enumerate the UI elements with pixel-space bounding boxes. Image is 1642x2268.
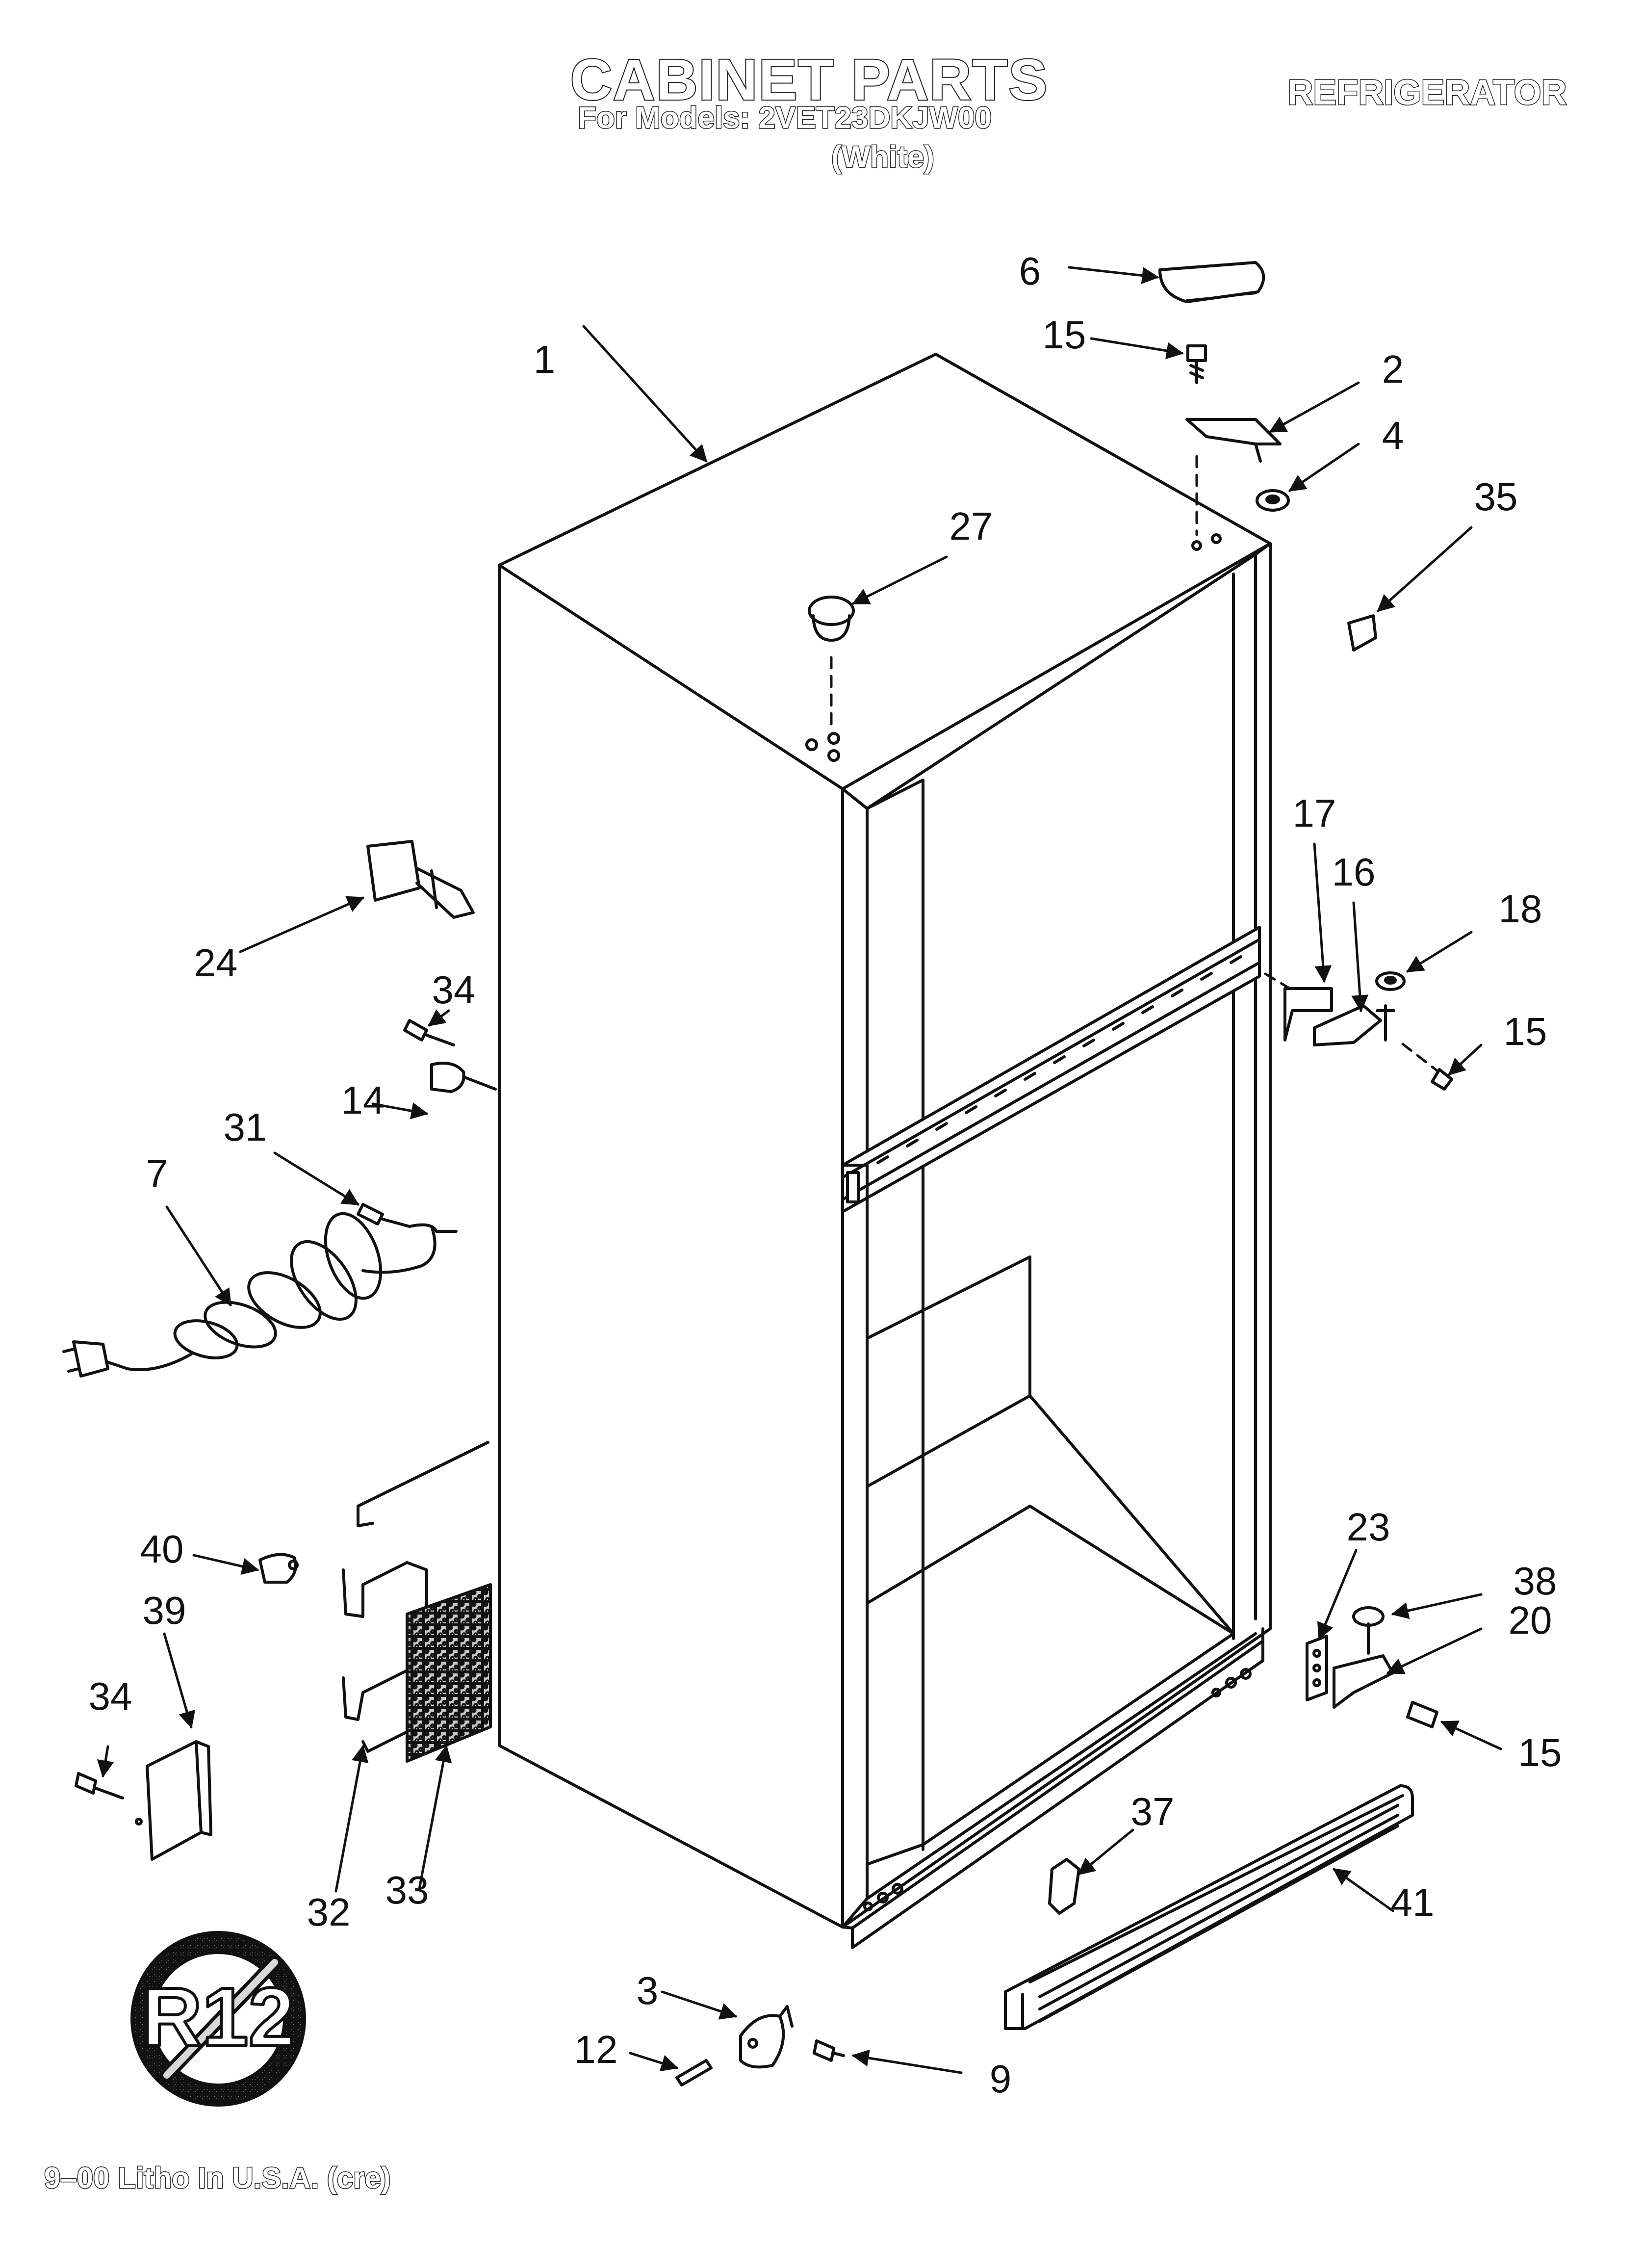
no-r12-symbol	[130, 1931, 306, 2107]
callout-number: 15	[1504, 1010, 1547, 1053]
hinge-cover-part	[1158, 261, 1265, 303]
rear-access-parts	[258, 1441, 492, 1763]
appliance-category: REFRIGERATOR	[1287, 73, 1567, 113]
callout-number: 9	[990, 2057, 1012, 2101]
litho-footer: 9–00 Litho In U.S.A. (cre)	[44, 2161, 392, 2195]
screw-part	[1186, 344, 1207, 384]
callout-number: 1	[534, 338, 556, 381]
diagram-title: CABINET PARTS	[569, 47, 1049, 113]
clip-part	[1347, 614, 1377, 652]
callout-number: 33	[385, 1868, 429, 1912]
callout-number: 34	[432, 968, 476, 1012]
model-number: For Models: 2VET23DKJW00	[577, 101, 992, 136]
r12-badge-text: R12	[142, 1971, 295, 2064]
callout-number: 41	[1391, 1880, 1435, 1924]
cover-plate-part	[75, 1740, 212, 1861]
callout-number: 31	[224, 1105, 267, 1149]
callout-number: 23	[1347, 1505, 1390, 1549]
screw-and-clamp-parts	[403, 1019, 497, 1093]
callout-number: 35	[1474, 475, 1518, 519]
callout-number: 12	[574, 2028, 618, 2071]
washer-part	[1256, 489, 1290, 512]
callout-number: 15	[1043, 313, 1086, 357]
spacer-bracket-part	[366, 840, 475, 919]
callout-number: 15	[1518, 1731, 1562, 1774]
callout-number: 2	[1382, 347, 1404, 391]
callout-labels: 1 6 15 2 4 35 27 17 16 18 15 24 34 14 31…	[89, 249, 1562, 2101]
callout-number: 34	[89, 1674, 132, 1718]
roller-assembly-parts	[675, 2005, 845, 2086]
lower-hinge-parts	[1306, 1606, 1438, 1728]
divider-rail	[841, 926, 1261, 1218]
top-hinge-part	[1185, 418, 1282, 463]
callout-number: 4	[1382, 414, 1404, 457]
callout-number: 16	[1332, 850, 1376, 894]
callout-number: 24	[194, 941, 238, 985]
callout-number: 32	[307, 1890, 351, 1934]
callout-number: 38	[1514, 1559, 1557, 1603]
color-note: (White)	[830, 140, 935, 175]
callout-number: 18	[1499, 887, 1542, 931]
callout-leaders	[97, 266, 1502, 2074]
center-hinge-parts	[1283, 971, 1453, 1091]
grille-clip-part	[1048, 1858, 1080, 1915]
callout-number: 20	[1509, 1598, 1552, 1642]
plug-part	[808, 596, 855, 642]
callout-number: 3	[637, 1969, 659, 2012]
callout-number: 6	[1019, 249, 1041, 293]
kick-plate-grille-part	[1004, 1784, 1414, 2030]
callout-number: 37	[1131, 1790, 1175, 1833]
callout-number: 14	[341, 1078, 385, 1122]
callout-number: 40	[140, 1527, 184, 1571]
callout-number: 17	[1293, 791, 1336, 835]
callout-number: 7	[146, 1152, 168, 1196]
power-cord-part	[62, 1203, 458, 1378]
callout-number: 39	[143, 1589, 186, 1632]
callout-number: 27	[949, 504, 993, 548]
